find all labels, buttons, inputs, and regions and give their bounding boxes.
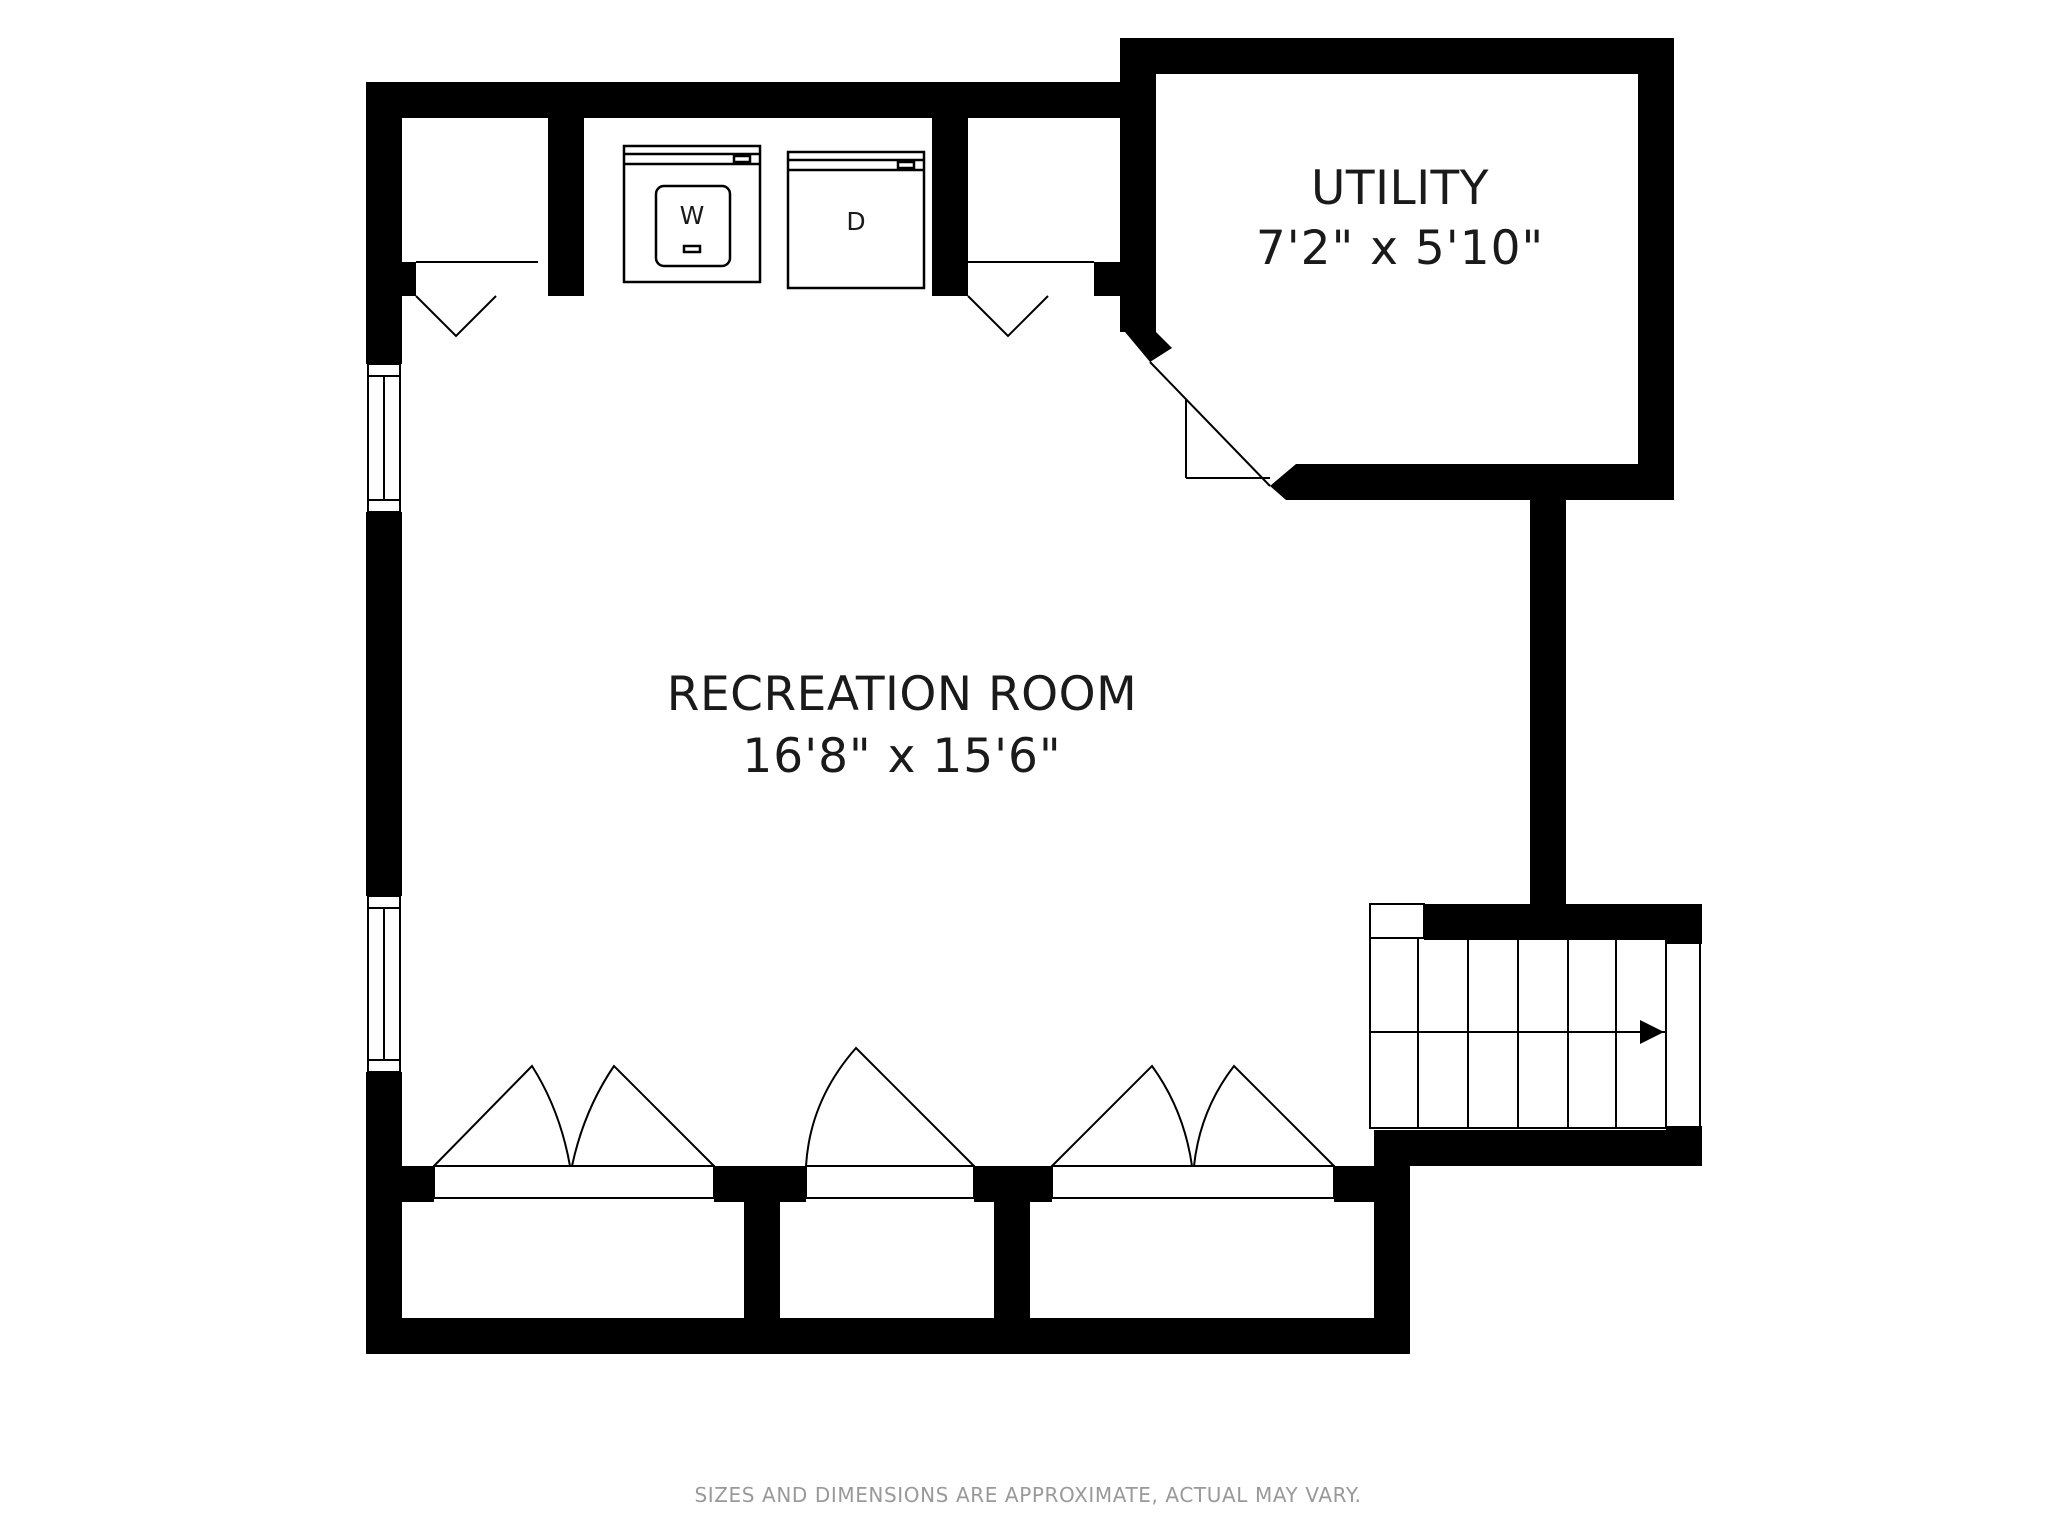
dryer-label: D	[846, 207, 865, 236]
recreation-room-name: RECREATION ROOM	[667, 667, 1137, 722]
dryer	[786, 150, 926, 290]
utility-wall-right	[1638, 38, 1674, 500]
windows	[367, 363, 401, 1073]
window-upper	[367, 363, 401, 513]
utility-room-dimensions: 7'2" x 5'10"	[1256, 221, 1544, 276]
wall-left-middle	[366, 512, 402, 896]
stair-landing	[1369, 903, 1425, 939]
disclaimer-text: SIZES AND DIMENSIONS ARE APPROXIMATE, AC…	[694, 1483, 1361, 1507]
right-closet-door-stub	[1094, 262, 1124, 296]
wall-left-lower	[366, 1072, 402, 1354]
door-top-right-closet	[967, 261, 1094, 338]
doors	[415, 261, 1335, 1199]
stair-wall-bottom	[1374, 1130, 1702, 1166]
stairs	[1369, 903, 1701, 1129]
recreation-room-dimensions: 16'8" x 15'6"	[742, 729, 1061, 784]
laundry-wall-right	[932, 82, 968, 296]
closet-wall-left-end	[402, 1166, 434, 1202]
wall-right	[1530, 498, 1566, 908]
walls	[366, 38, 1702, 1354]
utility-door-stub-lower	[1270, 464, 1296, 500]
washer-label: W	[680, 201, 705, 230]
wall-top	[366, 82, 1124, 118]
wall-bottom	[366, 1318, 1410, 1354]
closet-divider-1	[744, 1166, 780, 1354]
stair-wall-bottom-end	[1666, 1126, 1702, 1166]
utility-wall-left	[1120, 38, 1156, 332]
stair-wall-top	[1424, 904, 1702, 940]
top-closet-door-stub-left	[402, 262, 416, 296]
utility-door-stub-upper	[1120, 318, 1172, 362]
wall-left-upper	[366, 82, 402, 364]
washer	[622, 144, 762, 284]
closet-divider-2	[994, 1166, 1030, 1354]
stair-arrow-icon	[1640, 1020, 1664, 1044]
door-closet-middle	[805, 1046, 975, 1199]
closet-wall-right-end	[1334, 1166, 1380, 1202]
top-closet-wall-right	[548, 82, 584, 296]
utility-wall-top	[1120, 38, 1674, 74]
window-lower	[367, 895, 401, 1073]
door-utility	[1149, 361, 1271, 487]
stair-wall-top-end	[1666, 904, 1702, 944]
door-closet-left	[433, 1064, 715, 1199]
door-closet-right	[1051, 1064, 1335, 1199]
utility-room-name: UTILITY	[1311, 161, 1489, 216]
door-top-left-closet	[415, 261, 538, 338]
utility-wall-bottom	[1296, 464, 1674, 500]
